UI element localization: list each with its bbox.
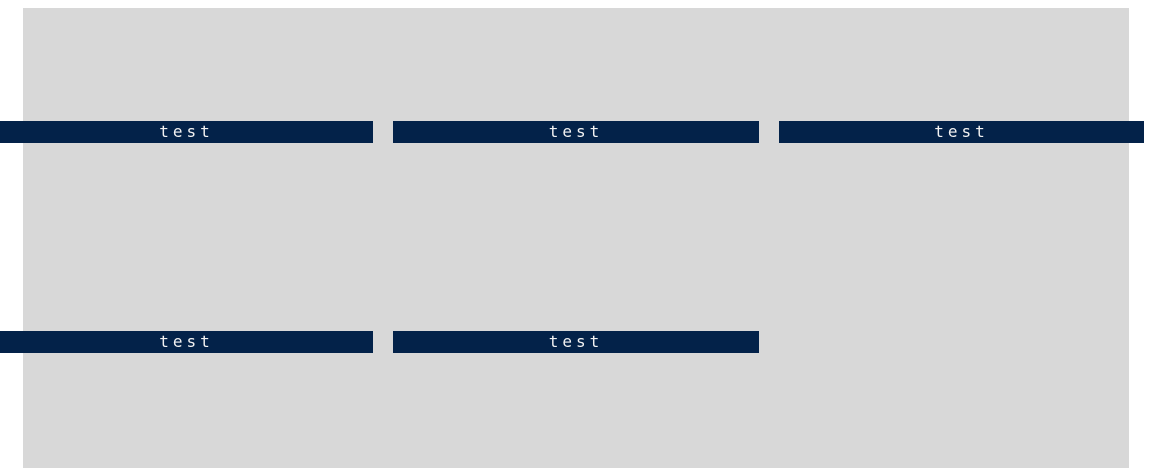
test-bar-row1-col2[interactable]: test bbox=[393, 121, 759, 143]
test-bar-row2-col1[interactable]: test bbox=[0, 331, 373, 353]
test-bar-row1-col1[interactable]: test bbox=[0, 121, 373, 143]
content-panel bbox=[23, 8, 1129, 468]
test-bar-row2-col2[interactable]: test bbox=[393, 331, 759, 353]
test-bar-row1-col3[interactable]: test bbox=[779, 121, 1144, 143]
